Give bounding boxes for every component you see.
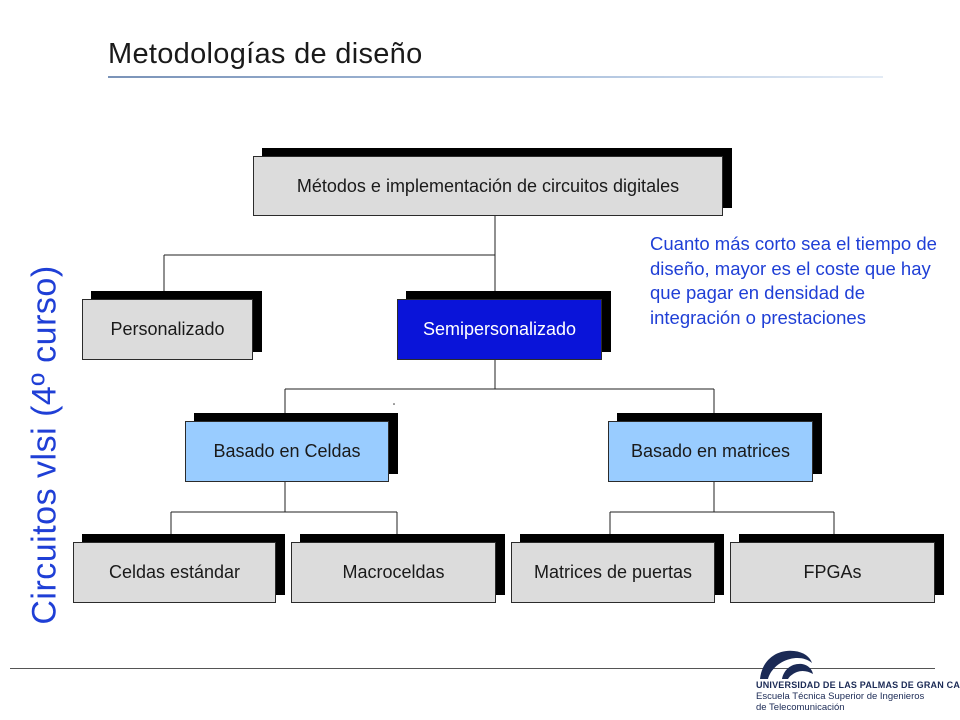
node-custom-label: Personalizado: [82, 299, 253, 360]
logo-school-line2: de Telecomunicación: [756, 702, 845, 713]
footer-divider: [10, 668, 935, 669]
node-cell-based-label: Basado en Celdas: [185, 421, 389, 482]
university-emblem-icon: [760, 650, 813, 679]
node-root-label: Métodos e implementación de circuitos di…: [253, 156, 723, 216]
node-macrocells-label: Macroceldas: [291, 542, 496, 603]
logo-university-name: UNIVERSIDAD DE LAS PALMAS DE GRAN CANARI…: [756, 680, 960, 690]
node-fpgas-label: FPGAs: [730, 542, 935, 603]
node-gate-arrays-label: Matrices de puertas: [511, 542, 715, 603]
title-underline: [108, 76, 883, 78]
node-semicustom-label: Semipersonalizado: [397, 299, 602, 360]
stray-dot: [393, 403, 395, 405]
logo-school-line1: Escuela Técnica Superior de Ingenieros: [756, 691, 925, 702]
slide-title: Metodologías de diseño: [108, 38, 423, 70]
university-logo: UNIVERSIDAD DE LAS PALMAS DE GRAN CANARI…: [752, 645, 960, 717]
tradeoff-note: Cuanto más corto sea el tiempo de diseño…: [650, 233, 937, 328]
node-array-based-label: Basado en matrices: [608, 421, 813, 482]
node-standard-cells-label: Celdas estándar: [73, 542, 276, 603]
